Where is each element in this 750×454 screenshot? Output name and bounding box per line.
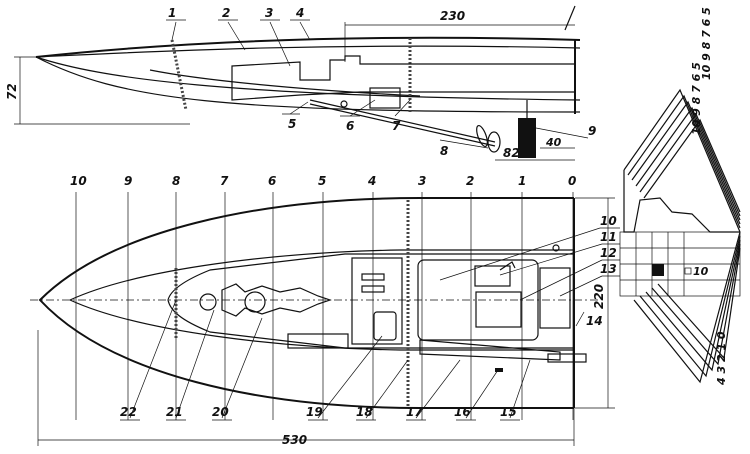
callout-20: 20 <box>212 405 229 419</box>
dim-220-label: 220 <box>592 284 606 309</box>
callout-21: 21 <box>166 405 183 419</box>
body-plan: 10 10 9 8 7 6 5 10 9 8 7 6 5 4 3 2 1 0 <box>619 7 741 386</box>
side-sheer-line <box>35 45 581 58</box>
callout-13: 13 <box>600 262 617 276</box>
callout-6-top: 6 <box>346 119 354 133</box>
plan-fitting <box>199 293 217 311</box>
plan-chine-upper <box>69 249 574 301</box>
plan-detail-a1 <box>361 273 385 281</box>
plan-chine-lower <box>69 299 574 351</box>
plan-shaft-tube <box>287 333 349 349</box>
body-plan-grid-label: 10 <box>693 265 709 278</box>
station-1: 1 <box>518 174 526 188</box>
body-plan-marker <box>652 264 664 276</box>
side-rudder <box>518 118 536 158</box>
station-0: 0 <box>568 174 576 188</box>
callout-12: 12 <box>600 246 617 260</box>
callout-17: 17 <box>406 405 423 419</box>
station-9: 9 <box>124 174 132 188</box>
dim-40-label: 40 <box>545 136 562 149</box>
side-keel-line <box>35 56 581 113</box>
callout-14: 14 <box>586 314 603 328</box>
callout-9-top: 9 <box>588 124 596 138</box>
plan-cockpit <box>167 253 574 349</box>
station-2: 2 <box>466 174 474 188</box>
plan-callouts: 10 11 12 13 14 15 16 17 18 19 20 21 22 <box>120 214 620 421</box>
body-plan-top-labels: 10 9 8 7 6 5 <box>700 7 713 80</box>
body-plan-lower-labels: 4 3 2 1 0 <box>715 331 728 386</box>
callout-22: 22 <box>120 405 137 419</box>
callout-19: 19 <box>306 405 323 419</box>
station-7: 7 <box>220 174 229 188</box>
callout-15: 15 <box>500 405 517 419</box>
side-view <box>35 5 581 158</box>
callout-3: 3 <box>265 6 273 20</box>
side-motor-assembly <box>231 55 576 101</box>
plan-switch <box>552 244 560 252</box>
station-5: 5 <box>318 174 326 188</box>
plan-motor-frame <box>221 283 332 317</box>
callout-1: 1 <box>168 6 176 20</box>
plan-rudder-servo <box>539 267 571 329</box>
station-4: 4 <box>367 174 376 188</box>
side-antenna <box>564 5 576 31</box>
side-propeller <box>487 131 501 153</box>
dim-230-label: 230 <box>440 9 465 23</box>
plan-receiver <box>474 265 511 287</box>
callout-8-top: 8 <box>440 144 448 158</box>
dim-82-label: 82 <box>503 146 520 160</box>
callout-10-plan: 10 <box>600 214 617 228</box>
callout-2: 2 <box>222 6 230 20</box>
station-8: 8 <box>172 174 180 188</box>
station-labels: 10 9 8 7 6 5 4 3 2 1 0 <box>70 174 576 188</box>
side-battery <box>369 87 401 109</box>
plan-servo-arm <box>499 261 516 271</box>
callout-11: 11 <box>600 230 617 244</box>
station-6: 6 <box>268 174 276 188</box>
callout-4-top: 4 <box>295 6 304 20</box>
dim-72-label: 72 <box>5 83 19 100</box>
station-3: 3 <box>418 174 426 188</box>
side-shaft-2 <box>309 103 496 147</box>
plan-compartment-a <box>351 257 403 345</box>
plan-view <box>30 197 600 409</box>
plan-battery-box <box>417 259 539 341</box>
body-plan-square <box>684 267 692 275</box>
plan-detail-a2 <box>361 285 385 293</box>
top-callouts: 1 2 3 4 5 6 7 8 9 <box>166 6 596 158</box>
plan-shaft-end <box>547 353 587 363</box>
callout-18: 18 <box>356 405 373 419</box>
station-lines <box>75 192 574 420</box>
plan-motor <box>244 291 266 313</box>
callout-16: 16 <box>454 405 471 419</box>
plan-servo-block <box>475 291 522 328</box>
plan-switch-box <box>373 311 397 341</box>
plan-hull-outline <box>38 197 574 409</box>
dim-530-label: 530 <box>282 433 307 447</box>
callout-7-top: 7 <box>392 119 401 133</box>
side-propeller-blade <box>476 124 488 148</box>
side-inner-line <box>149 69 421 97</box>
callout-5-top: 5 <box>288 117 296 131</box>
side-shaft <box>309 99 496 143</box>
station-10: 10 <box>70 174 87 188</box>
plan-stern-tube <box>419 339 561 361</box>
side-fitting <box>340 100 348 108</box>
side-chine-line <box>35 56 581 101</box>
side-deck-line <box>35 36 581 58</box>
plan-bearing <box>495 368 503 372</box>
body-plan-mid-labels: 10 9 8 7 6 5 <box>690 62 703 135</box>
